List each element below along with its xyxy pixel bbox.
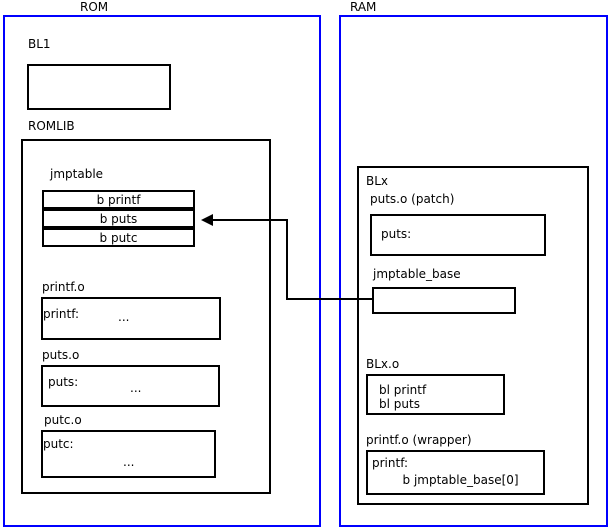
printf-o-symbol: printf: [43,307,80,321]
puts-patch-box [370,214,546,256]
puts-o-body: ... [130,381,142,395]
puts-o-symbol: puts: [48,375,79,389]
ram-region [339,15,608,527]
printf-o-box [41,297,221,340]
blx-o-line-1: bl printf [379,383,427,397]
jmptable-entry-puts: b puts [42,209,195,228]
putc-o-body: ... [123,455,135,469]
jmptable-label: jmptable [50,167,104,181]
printf-wrapper-box [366,450,545,495]
puts-o-box [41,365,220,407]
jmptable-entry-putc: b putc [42,228,195,247]
jmptable-base-label: jmptable_base [373,267,461,281]
blx-o-line-2: bl puts [379,397,420,411]
printf-o-body: ... [118,310,130,324]
bl1-box [27,64,171,110]
bl1-label: BL1 [28,37,51,51]
printf-wrapper-line-1: printf: [372,456,409,470]
puts-patch-label: puts.o (patch) [370,192,455,206]
printf-wrapper-line-2: b jmptable_base[0] [372,473,519,487]
putc-o-label: putc.o [44,413,82,427]
blx-label: BLx [366,174,389,188]
connector-segment-vertical [286,219,288,300]
blx-o-box [366,374,505,415]
jmptable-base-box [372,287,516,314]
connector-segment-horizontal-lower [286,298,372,300]
putc-o-symbol: putc: [43,437,74,451]
rom-region [3,15,321,527]
putc-o-box [41,430,216,478]
printf-wrapper-label: printf.o (wrapper) [366,433,472,447]
ram-region-label: RAM [350,0,377,14]
puts-patch-symbol: puts: [381,227,412,241]
blx-o-label: BLx.o [366,357,400,371]
printf-o-label: printf.o [42,280,85,294]
connector-arrow-icon [201,214,213,226]
rom-region-label: ROM [80,0,109,14]
puts-o-label: puts.o [42,348,80,362]
connector-segment-horizontal-upper [213,219,288,221]
romlib-label: ROMLIB [28,119,75,133]
jmptable-entry-printf: b printf [42,190,195,209]
